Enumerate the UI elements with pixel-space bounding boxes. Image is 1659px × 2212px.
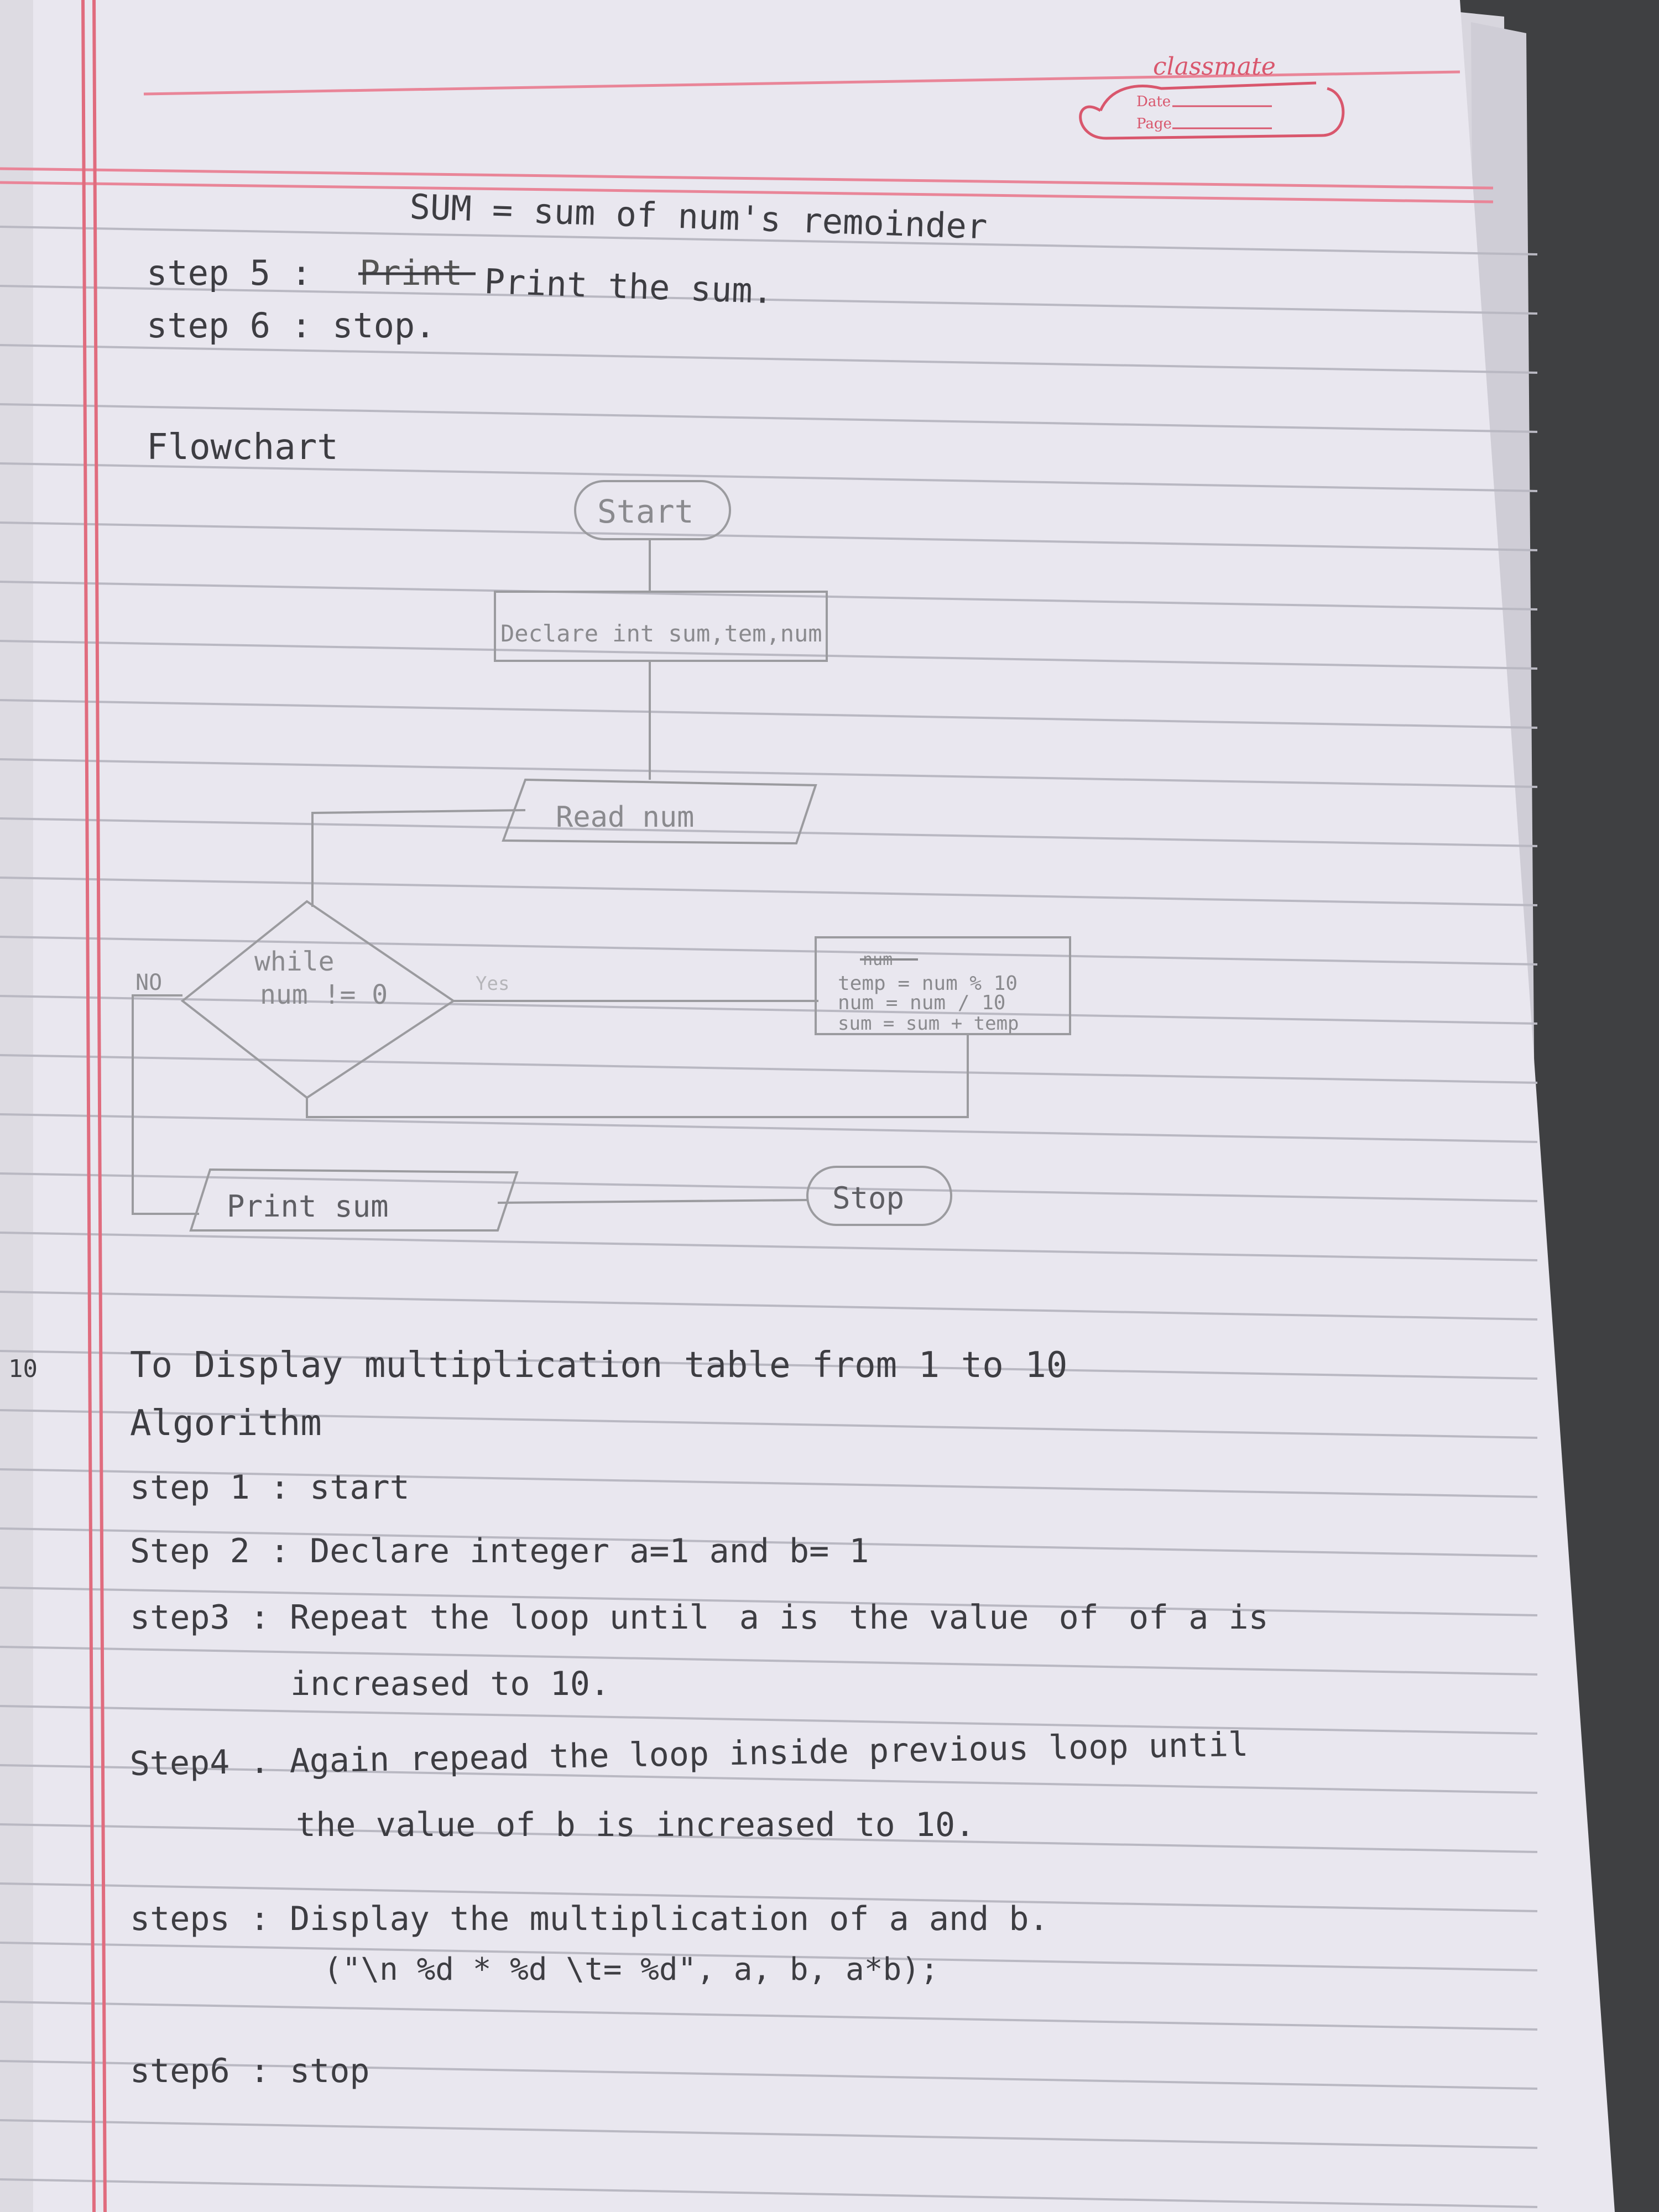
- ruled-line: [0, 699, 1538, 729]
- algorithm-heading: Algorithm: [130, 1403, 322, 1444]
- read-label: Read num: [556, 801, 694, 834]
- ruled-line: [0, 1113, 1538, 1143]
- flowchart-title: Flowchart: [147, 427, 338, 468]
- step6-text: step 6 : stop.: [147, 305, 436, 346]
- top-notes: SUM = sum of num's remoinder step 5 : Pr…: [147, 186, 988, 468]
- ruled-line: [0, 1882, 1538, 1912]
- process-line-2: num = num / 10: [838, 992, 1005, 1014]
- notebook-page: [0, 0, 1615, 2212]
- ruled-line: [0, 817, 1538, 847]
- ruled-line: [0, 1587, 1538, 1616]
- flowchart-labels: Start Declare int sum,tem,num Read num w…: [135, 493, 1019, 1224]
- flowchart: [132, 480, 1071, 1232]
- ruled-line: [0, 995, 1538, 1025]
- ruled-line: [0, 521, 1538, 551]
- process-box: [815, 936, 1071, 1035]
- ruled-line: [0, 285, 1538, 315]
- classmate-logo: classmate Date Page: [1079, 53, 1345, 140]
- ruled-line: [0, 1054, 1538, 1084]
- algo-step-2: Step 2 : Declare integer a=1 and b= 1: [130, 1532, 869, 1571]
- print-label: Print sum: [227, 1189, 389, 1224]
- ruled-line: [0, 2001, 1538, 2031]
- ruled-line: [0, 2060, 1538, 2090]
- page-shadow: [0, 0, 33, 2212]
- ruled-line: [0, 877, 1538, 906]
- no-arrow: [132, 994, 199, 1215]
- brand-name: classmate: [1153, 53, 1276, 81]
- ruled-line: [0, 1468, 1538, 1498]
- ruled-line: [0, 2119, 1538, 2149]
- ruled-line: [0, 403, 1538, 433]
- ruled-lines: [0, 226, 1538, 2208]
- loop-back-line: [306, 1034, 969, 1118]
- ruled-line: [0, 462, 1538, 492]
- start-label: Start: [597, 493, 694, 530]
- declare-label: Declare int sum,tem,num: [500, 620, 822, 647]
- algo-step-5: steps : Display the multiplication of a …: [130, 1900, 1049, 1938]
- algo-step-3: step3 : Repeat the loop until a is the v…: [130, 1598, 1269, 1637]
- yes-label: Yes: [476, 973, 509, 995]
- declare-box: [494, 591, 828, 662]
- stop-terminal: [806, 1166, 952, 1226]
- algo-step-3-cont: increased to 10.: [290, 1665, 610, 1703]
- loop-to-read-line: [311, 809, 526, 907]
- ruled-line: [0, 226, 1538, 255]
- print-output-shape: [189, 1168, 519, 1232]
- ruled-line: [0, 581, 1538, 611]
- arrow-print-stop: [497, 1199, 808, 1204]
- step5-text: Print the sum.: [483, 261, 774, 311]
- header-rule: [0, 167, 1494, 204]
- algo-step-5-code: ("\n %d * %d \t= %d", a, b, a*b);: [324, 1952, 939, 1987]
- banner-scroll: [1079, 81, 1345, 140]
- question-title: To Display multiplication table from 1 t…: [130, 1345, 1067, 1386]
- ruled-line: [0, 1232, 1538, 1261]
- while-label: while: [254, 946, 335, 977]
- ruled-line: [0, 1646, 1538, 1676]
- ruled-line: [0, 1291, 1538, 1321]
- date-label: Date: [1136, 93, 1171, 110]
- step5-prefix: step 5 :: [147, 253, 312, 293]
- algo-step-4-cont: the value of b is increased to 10.: [296, 1806, 975, 1844]
- ruled-line: [0, 1764, 1538, 1794]
- ruled-line: [0, 1527, 1538, 1557]
- ruled-line: [0, 1823, 1538, 1853]
- algo-step-1: step 1 : start: [130, 1468, 410, 1507]
- process-line-3: sum = sum + temp: [838, 1013, 1019, 1035]
- question-number: 10: [8, 1355, 38, 1383]
- ruled-line: [0, 1350, 1538, 1380]
- page-label: Page: [1136, 116, 1172, 132]
- top-rule: [143, 70, 1460, 96]
- process-line-1: temp = num % 10: [838, 972, 1018, 995]
- read-input-shape: [502, 778, 817, 845]
- margin-line: [81, 0, 107, 2212]
- condition-label: num != 0: [260, 979, 388, 1010]
- ruled-line: [0, 640, 1538, 670]
- no-label: NO: [135, 970, 162, 995]
- ruled-line: [0, 1705, 1538, 1735]
- start-terminal: [574, 480, 731, 540]
- ruled-line: [0, 344, 1538, 374]
- ruled-line: [0, 1172, 1538, 1202]
- ruled-line: [0, 2178, 1538, 2208]
- ruled-line: [0, 758, 1538, 788]
- ruled-line: [0, 1942, 1538, 1971]
- algo-step-6: step6 : stop: [130, 2052, 369, 2090]
- stop-label: Stop: [832, 1181, 904, 1215]
- ruled-line: [0, 1409, 1538, 1439]
